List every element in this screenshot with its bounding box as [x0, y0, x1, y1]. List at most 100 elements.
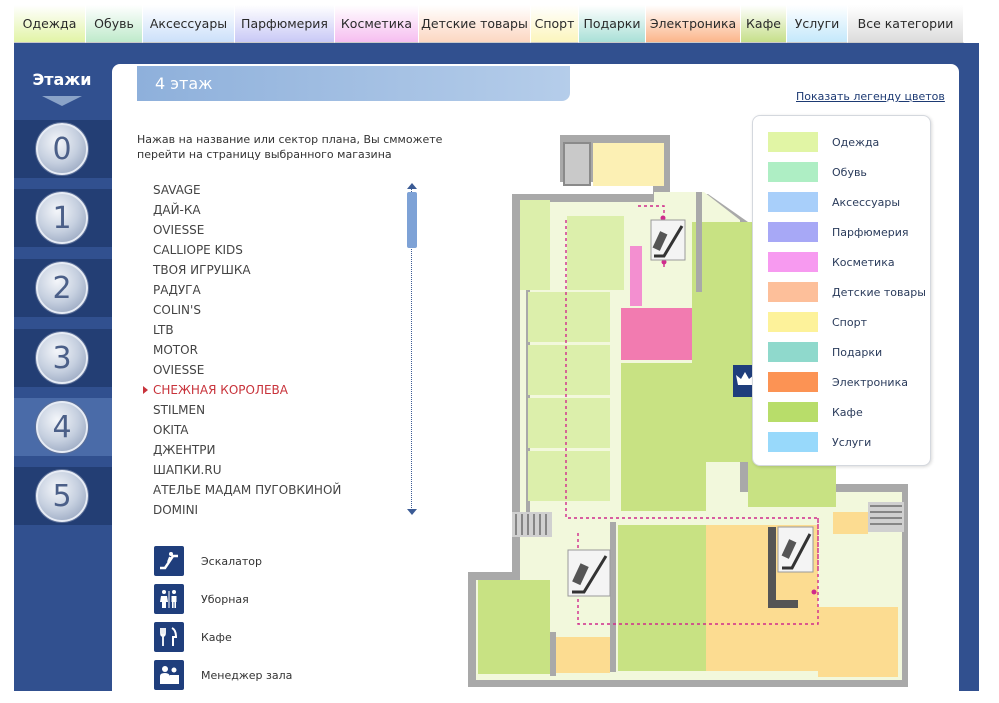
scrollbar-track[interactable]: [411, 186, 412, 510]
legend-item: Электроника: [768, 372, 908, 392]
legend-item: Косметика: [768, 252, 895, 272]
legend-item: Подарки: [768, 342, 882, 362]
shop-sector[interactable]: [621, 308, 706, 360]
escalator-icon[interactable]: [650, 219, 686, 261]
store-list-item[interactable]: СНЕЖНАЯ КОРОЛЕВА: [153, 383, 288, 397]
floor-button-1[interactable]: 1: [14, 189, 112, 247]
category-tab[interactable]: Косметика: [335, 5, 419, 43]
floor-button-2[interactable]: 2: [14, 259, 112, 317]
legend-label: Кафе: [832, 405, 863, 419]
category-tab[interactable]: Все категории: [848, 5, 964, 43]
category-tab[interactable]: Аксессуары: [143, 5, 235, 43]
key-escalator: Эскалатор: [154, 546, 262, 576]
legend-label: Детские товары: [832, 285, 926, 299]
store-list-item[interactable]: OVIESSE: [153, 223, 205, 237]
legend-swatch: [768, 312, 818, 332]
chevron-down-icon: [42, 96, 82, 106]
store-list-item[interactable]: OKITA: [153, 423, 189, 437]
key-restroom: Уборная: [154, 584, 249, 614]
scrollbar-thumb[interactable]: [407, 192, 417, 248]
legend-label: Косметика: [832, 255, 895, 269]
legend-item: Кафе: [768, 402, 863, 422]
category-tab[interactable]: Электроника: [646, 5, 741, 43]
floor-number: 4: [36, 401, 88, 453]
store-list-item[interactable]: ДАЙ-КА: [153, 203, 201, 217]
show-legend-link[interactable]: Показать легенду цветов: [796, 90, 945, 103]
shop-sector[interactable]: [520, 200, 550, 290]
scroll-down-icon[interactable]: [407, 509, 417, 515]
floor-number: 3: [36, 332, 88, 384]
store-list-item[interactable]: LTB: [153, 323, 174, 337]
store-list-item[interactable]: ДЖЕНТРИ: [153, 443, 216, 457]
restroom-icon: [154, 584, 184, 614]
key-label: Кафе: [201, 630, 232, 644]
floor-number: 1: [36, 192, 88, 244]
shop-sector[interactable]: [563, 142, 591, 186]
shop-sector[interactable]: [528, 398, 610, 448]
shop-sector[interactable]: [618, 525, 706, 671]
store-list-item[interactable]: COLIN'S: [153, 303, 201, 317]
shop-sector[interactable]: [621, 363, 706, 511]
store-list-item[interactable]: MOTOR: [153, 343, 198, 357]
legend-swatch: [768, 282, 818, 302]
scroll-up-icon[interactable]: [407, 183, 417, 189]
store-list-item[interactable]: CALLIOPE KIDS: [153, 243, 243, 257]
store-list-item[interactable]: OVIESSE: [153, 363, 205, 377]
store-list-item[interactable]: ТВОЯ ИГРУШКА: [153, 263, 251, 277]
floor-button-5[interactable]: 5: [14, 467, 112, 525]
legend-swatch: [768, 372, 818, 392]
key-label: Уборная: [201, 592, 249, 606]
shop-sector[interactable]: [528, 451, 610, 501]
shop-sector[interactable]: [478, 580, 550, 674]
category-tab[interactable]: Спорт: [531, 5, 579, 43]
legend-swatch: [768, 252, 818, 272]
shop-sector[interactable]: [554, 637, 610, 673]
category-tab[interactable]: Обувь: [86, 5, 143, 43]
legend-item: Детские товары: [768, 282, 926, 302]
store-list-item[interactable]: STILMEN: [153, 403, 206, 417]
key-label: Менеджер зала: [201, 668, 293, 682]
floor-number: 5: [36, 470, 88, 522]
legend-swatch: [768, 432, 818, 452]
category-tab[interactable]: Детские товары: [419, 5, 531, 43]
legend-label: Электроника: [832, 375, 908, 389]
legend-item: Обувь: [768, 162, 867, 182]
floor-number: 0: [36, 123, 88, 175]
floor-button-4[interactable]: 4: [14, 398, 112, 456]
shop-sector[interactable]: [833, 512, 868, 534]
floor-button-0[interactable]: 0: [14, 120, 112, 178]
escalator-icon[interactable]: [567, 549, 611, 597]
category-tab[interactable]: Парфюмерия: [235, 5, 335, 43]
manager-icon: [154, 660, 184, 690]
legend-item: Парфюмерия: [768, 222, 908, 242]
legend-swatch: [768, 132, 818, 152]
store-list-item[interactable]: РАДУГА: [153, 283, 201, 297]
shop-sector[interactable]: [593, 143, 664, 186]
legend-label: Парфюмерия: [832, 225, 909, 239]
category-tab[interactable]: Кафе: [741, 5, 787, 43]
legend-item: Спорт: [768, 312, 867, 332]
floor-plan-map[interactable]: [468, 132, 908, 687]
escalator-icon[interactable]: [777, 526, 814, 573]
store-list-item[interactable]: SAVAGE: [153, 183, 201, 197]
legend-item: Аксессуары: [768, 192, 900, 212]
shop-sector[interactable]: [528, 292, 610, 342]
category-tab[interactable]: Подарки: [579, 5, 646, 43]
category-tab[interactable]: Услуги: [787, 5, 848, 43]
shop-sector[interactable]: [630, 246, 642, 306]
store-list-item[interactable]: DOMINI: [153, 503, 199, 517]
shop-sector[interactable]: [748, 462, 836, 507]
shop-sector[interactable]: [818, 607, 898, 677]
floor-button-3[interactable]: 3: [14, 329, 112, 387]
legend-swatch: [768, 192, 818, 212]
legend-label: Аксессуары: [832, 195, 900, 209]
category-tab[interactable]: Одежда: [14, 5, 86, 43]
store-list-item[interactable]: ШАПКИ.RU: [153, 463, 222, 477]
shop-sector[interactable]: [567, 216, 624, 290]
selected-arrow-icon: [143, 386, 148, 394]
store-list-item[interactable]: АТЕЛЬЕ МАДАМ ПУГОВКИНОЙ: [153, 483, 342, 497]
shop-sector[interactable]: [528, 345, 610, 395]
floor-title: 4 этаж: [137, 66, 570, 101]
